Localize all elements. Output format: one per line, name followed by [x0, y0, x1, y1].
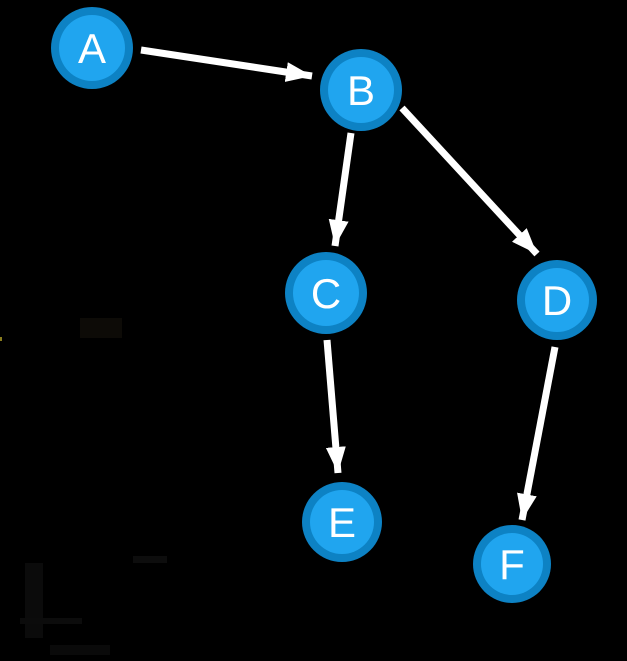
node-E[interactable]: E [302, 482, 382, 562]
background-artifact [0, 337, 2, 341]
node-body [525, 268, 589, 332]
edge-arrow-A-B [140, 46, 313, 82]
node-body [310, 490, 374, 554]
node-body [328, 57, 394, 123]
background-artifact [25, 563, 43, 638]
node-body [59, 15, 125, 81]
edge-arrow-B-D [399, 105, 540, 257]
background-artifact [133, 556, 167, 563]
background-artifacts [0, 318, 167, 655]
edge-arrow-C-E [323, 339, 346, 474]
node-D[interactable]: D [517, 260, 597, 340]
background-artifact [50, 645, 110, 655]
background-artifact [80, 318, 122, 338]
edge-arrow-B-C [328, 132, 355, 247]
node-F[interactable]: F [473, 525, 551, 603]
node-C[interactable]: C [285, 252, 367, 334]
node-body [481, 533, 543, 595]
background-artifact [20, 618, 82, 624]
node-layer: A B C D E F [51, 7, 597, 603]
node-A[interactable]: A [51, 7, 133, 89]
node-B[interactable]: B [320, 49, 402, 131]
node-body [293, 260, 359, 326]
edge-layer [140, 46, 559, 521]
edge-arrow-D-F [517, 346, 559, 521]
